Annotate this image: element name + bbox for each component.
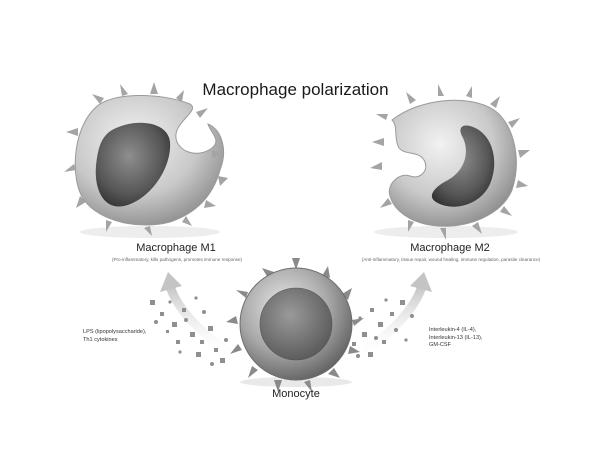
m2-nucleus xyxy=(431,125,495,207)
m1-label: Macrophage M1 xyxy=(136,242,216,254)
m1-nucleus xyxy=(95,122,171,207)
m1-pseudopods xyxy=(64,82,228,236)
m2-label: Macrophage M2 xyxy=(410,242,490,254)
macrophage-m2-cell xyxy=(370,84,530,240)
m2-stimulus-line: GM-CSF xyxy=(429,342,452,348)
m1-stimulus-line: LPS (lipopolysaccharide), xyxy=(83,329,147,335)
diagram-title: Macrophage polarization xyxy=(202,80,389,99)
monocyte-cell xyxy=(226,258,364,392)
m2-stimulus-line: Interleukin-4 (IL-4), xyxy=(429,327,477,333)
m1-description: (Pro-inflammatory, kills pathogens, prom… xyxy=(111,257,243,262)
arrow-to-m1 xyxy=(160,272,245,365)
m2-stimuli-label: Interleukin-4 (IL-4), Interleukin-13 (IL… xyxy=(429,327,482,350)
m2-description: (Anti-inflammatory, tissue repair, wound… xyxy=(361,257,541,262)
monocyte-nucleus xyxy=(259,287,333,361)
m1-stimuli-particles xyxy=(150,296,228,366)
macrophage-m1-cell xyxy=(64,82,228,238)
monocyte-label: Monocyte xyxy=(272,388,320,400)
monocyte-spikes xyxy=(226,258,364,392)
m1-stimulus-line: Th1 cytokines xyxy=(83,336,118,343)
m2-pseudopods xyxy=(370,84,530,240)
m2-stimulus-line: Interleukin-13 (IL-13), xyxy=(429,334,483,341)
arrow-to-m2 xyxy=(347,272,432,365)
m2-stimuli-particles xyxy=(346,298,414,358)
m1-stimuli-label: LPS (lipopolysaccharide), Th1 cytokines xyxy=(83,329,146,344)
